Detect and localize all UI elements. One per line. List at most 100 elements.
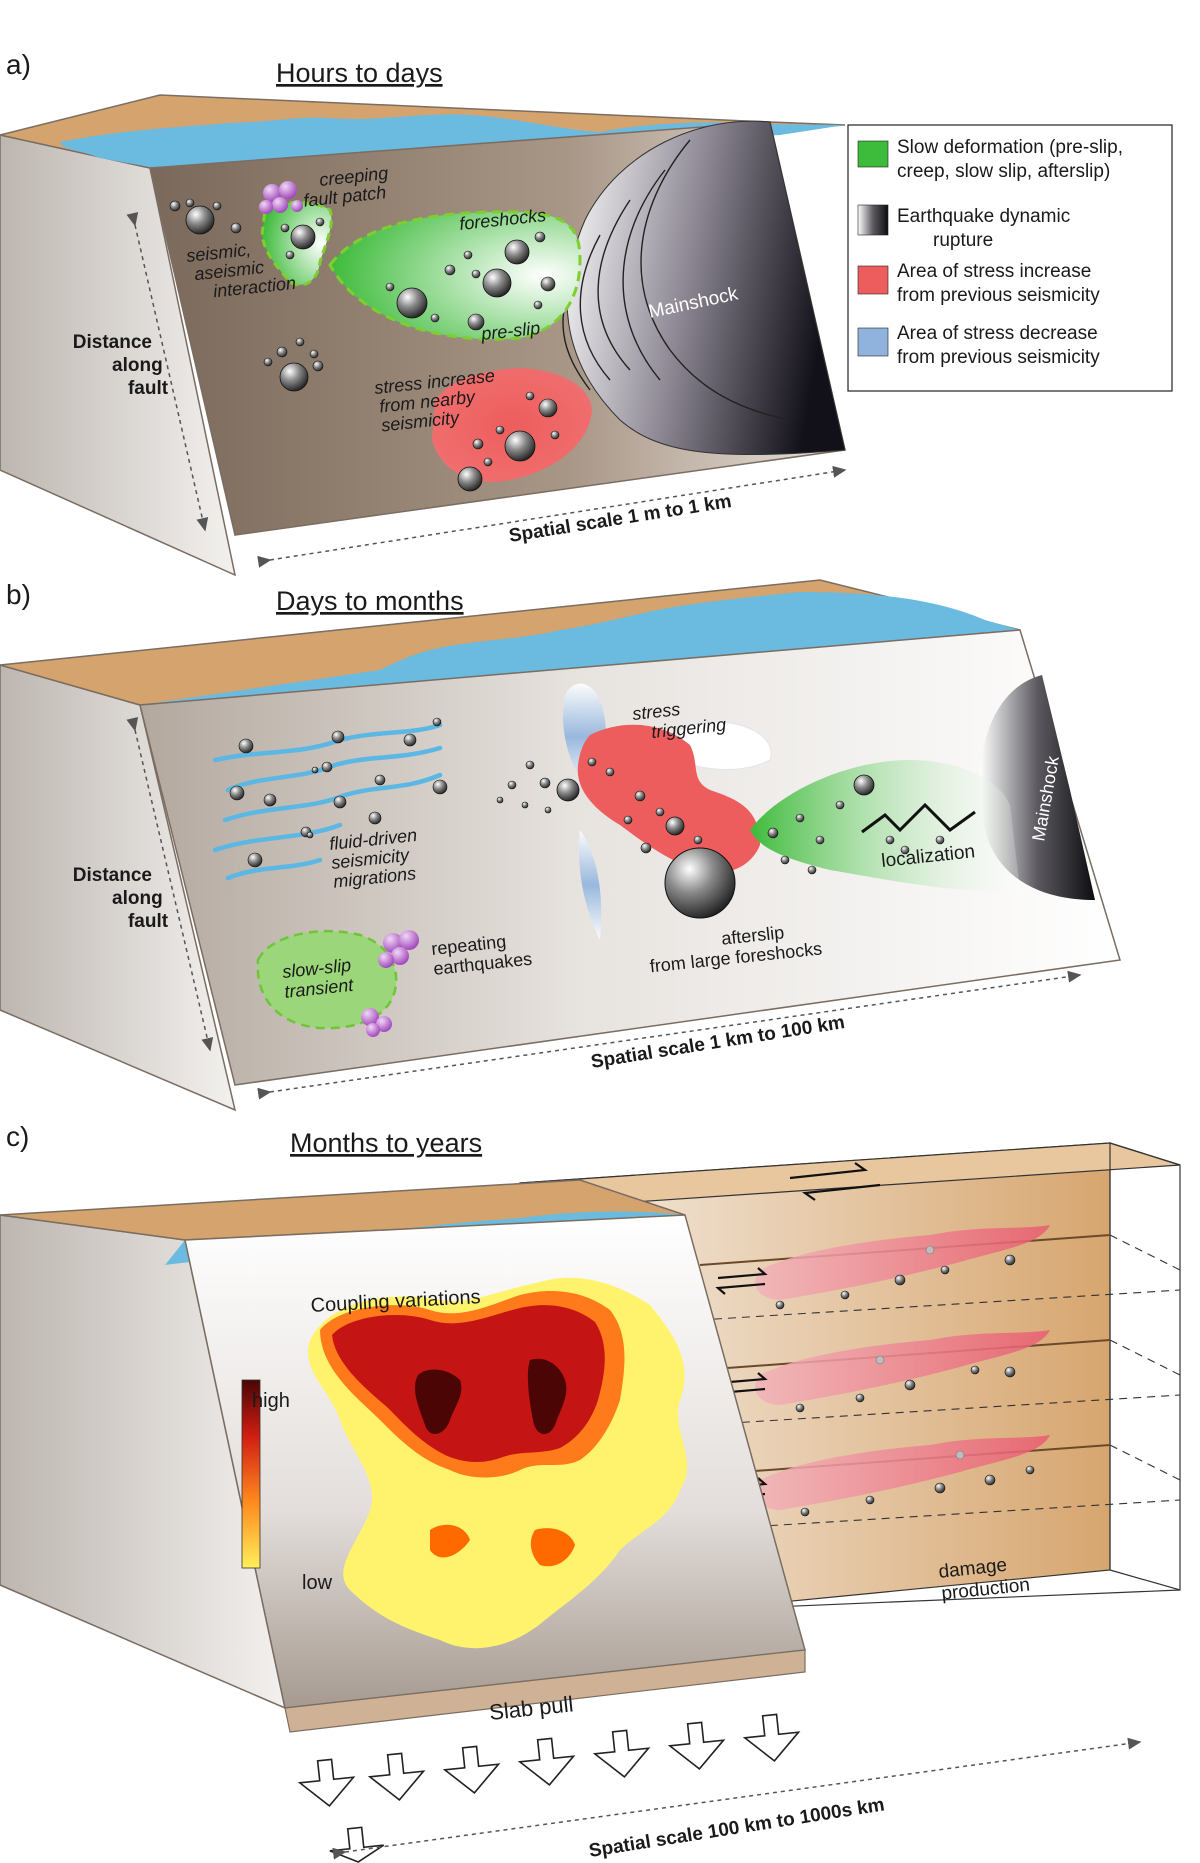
repeater	[259, 200, 273, 214]
panel-c-title: Months to years	[290, 1128, 482, 1158]
earthquake	[280, 223, 290, 233]
panel-a-stress-increase-zone	[432, 368, 592, 482]
earthquake	[315, 217, 325, 227]
earthquake	[900, 845, 910, 855]
earthquake	[321, 761, 333, 773]
earthquake	[306, 831, 314, 839]
earthquake	[457, 466, 483, 492]
earthquake	[169, 200, 181, 212]
earthquake	[247, 852, 263, 868]
earthquake	[295, 337, 305, 347]
panel-c: c) Months to years	[0, 1121, 1181, 1863]
damage-zone-2	[755, 1330, 1050, 1405]
earthquake	[1004, 1366, 1016, 1378]
legend-swatch-stress-decrease	[857, 327, 889, 357]
panel-b-scale-arrow	[257, 970, 1082, 1100]
earthquake	[185, 198, 195, 208]
earthquake	[333, 795, 347, 809]
slab-pull-arrow	[667, 1721, 726, 1770]
panel-b-localization-fault	[861, 802, 976, 834]
panel-a-title: Hours to days	[276, 58, 443, 88]
earthquake	[795, 1403, 805, 1413]
panel-b: b) Days to months Mainshock	[0, 579, 1121, 1112]
earthquake	[807, 865, 817, 875]
earthquake	[290, 224, 316, 250]
legend-swatch-stress-increase	[857, 265, 889, 295]
earthquake	[504, 239, 530, 265]
earthquake	[525, 391, 535, 401]
panel-a: a) Hours to days Mainshock	[0, 49, 847, 577]
earthquake	[540, 276, 556, 292]
earthquake	[780, 855, 790, 865]
earthquake	[634, 790, 646, 802]
panel-a-repeating-cluster	[259, 181, 303, 214]
repeater	[399, 930, 419, 950]
earthquake	[507, 780, 517, 790]
earthquake	[550, 430, 560, 440]
panel-a-mainshock-rupture	[566, 120, 846, 456]
earthquake	[904, 1379, 916, 1391]
earthquake	[385, 282, 395, 292]
earthquake	[331, 730, 345, 744]
earthquake	[212, 201, 222, 211]
repeater	[272, 197, 288, 213]
slab-pull-arrow	[517, 1737, 576, 1786]
coupling-peak-1	[415, 1369, 462, 1435]
earthquake	[263, 793, 277, 807]
damage-zone-3	[755, 1435, 1050, 1510]
earthquake	[276, 346, 288, 358]
coupling-high-label: high	[252, 1390, 290, 1412]
earthquake	[865, 1495, 875, 1505]
earthquake	[279, 362, 309, 392]
slab-pull-arrow	[592, 1729, 651, 1778]
earthquake	[853, 774, 875, 796]
panel-b-seismicity	[229, 717, 945, 919]
earthquake	[885, 835, 895, 845]
earthquake	[432, 779, 448, 795]
coupling-patch-2	[530, 1528, 575, 1567]
panel-b-fluid-label: fluid-driven seismicity migrations	[328, 824, 427, 891]
earthquake	[1004, 1254, 1016, 1266]
legend-swatch-rupture	[857, 204, 889, 236]
earthquake	[285, 250, 295, 260]
legend-box	[847, 124, 1173, 392]
panel-b-afterslip	[750, 760, 1020, 891]
earthquake	[539, 777, 551, 789]
panel-a-scale-arrow	[257, 465, 847, 568]
earthquake	[925, 1245, 935, 1255]
earthquake	[556, 778, 580, 802]
repeater	[279, 181, 297, 199]
earthquake	[934, 1482, 946, 1494]
panel-c-damage-label: damage production	[938, 1553, 1031, 1605]
earthquake	[185, 205, 215, 235]
earthquake	[693, 835, 703, 845]
slab-pull-arrow	[329, 1826, 385, 1863]
panel-a-letter: a)	[6, 49, 31, 80]
earthquake	[835, 800, 845, 810]
earthquake	[396, 287, 428, 319]
earthquake	[471, 269, 481, 279]
panel-b-water	[140, 592, 1020, 705]
earthquake	[767, 827, 779, 839]
slab-pull-arrow	[742, 1713, 801, 1762]
earthquake	[495, 425, 505, 435]
earthquake	[430, 313, 440, 323]
earthquake	[504, 430, 536, 462]
earthquake	[444, 264, 456, 276]
earthquake	[840, 1290, 850, 1300]
panel-b-stress-shadow	[679, 721, 772, 770]
earthquake	[984, 1474, 996, 1486]
earthquake	[472, 438, 484, 450]
legend: Slow deformation (pre-slip, creep, slow …	[847, 124, 1173, 392]
repeater	[263, 184, 281, 202]
panel-b-slow-slip-label: slow-slip transient	[281, 954, 359, 1002]
legend-item-slow: Slow deformation (pre-slip, creep, slow …	[897, 137, 1128, 182]
repeater	[291, 200, 303, 212]
earthquake	[855, 1393, 865, 1403]
earthquake	[955, 1450, 965, 1460]
earthquake	[496, 796, 504, 804]
earthquake	[311, 766, 319, 774]
panel-b-stress-decrease-bottom	[579, 830, 602, 940]
earthquake	[368, 811, 382, 825]
